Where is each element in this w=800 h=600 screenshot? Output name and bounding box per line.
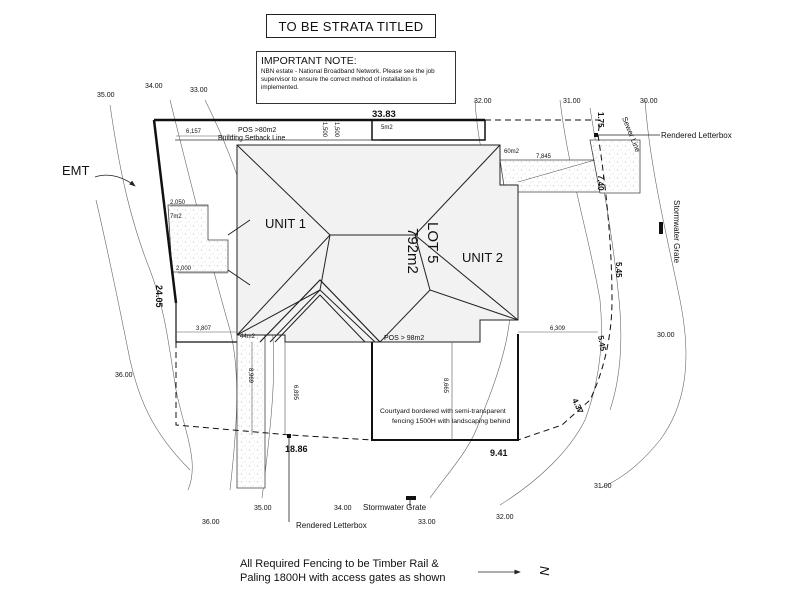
area-5m2: 5m2 [381,125,393,131]
strata-title-box: TO BE STRATA TITLED [266,14,436,38]
dim-7845: 7,845 [536,154,552,160]
dim-1500-a: 1,500 [321,122,327,138]
contour-35-left: 35.00 [97,92,115,99]
dim-bottom-left: 18.86 [285,444,308,454]
dim-8665: 8,665 [442,378,448,394]
contour-30-right: 30.00 [657,332,675,339]
unit-2-label: UNIT 2 [462,250,503,265]
pos-top-label: POS >80m2 [238,127,276,134]
letterbox-bottom-mark [287,434,291,438]
dim-6157: 6,157 [186,129,202,135]
plan-labels: EMT UNIT 1 UNIT 2 LOT 5 792m2 POS >80m2 … [62,115,732,530]
contour-31-top: 31.00 [563,98,581,105]
stormwater-grate-bottom-mark [406,496,416,500]
stormwater-grate-right-label: Stormwater Grate [672,200,681,264]
contour-30-top: 30.00 [640,98,658,105]
boundary-dimension-labels: 33.83 1.75 7.40 5.45 5.45 4.37 9.41 18.8… [154,109,623,458]
courtyard-note-line-1: Courtyard bordered with semi-transparent [380,408,506,415]
site-fixtures [287,133,663,500]
dim-top: 33.83 [372,109,396,120]
stormwater-grate-bottom-label: Stormwater Grate [363,503,427,512]
dim-2000: 2,000 [176,266,192,272]
contour-34-bottom: 34.00 [334,505,352,512]
courtyard-note-line-2: fencing 1500H with landscaping behind [392,418,510,425]
dim-right-bottom: 4.37 [570,397,585,415]
dim-bottom-right: 9.41 [490,448,508,458]
stormwater-grate-right-mark [659,222,663,234]
dimension-lines [170,135,598,440]
contour-36-bottom: 36.00 [202,519,220,526]
area-60m2: 60m2 [504,149,520,155]
letterbox-bottom-label: Rendered Letterbox [296,521,367,530]
contour-36-left: 36.00 [115,372,133,379]
dim-6309: 6,309 [550,326,566,332]
dim-3807: 3,807 [196,326,212,332]
fencing-note-line-1: All Required Fencing to be Timber Rail & [240,558,439,570]
important-note-box: IMPORTANT NOTE: NBN estate - National Br… [256,51,456,104]
dim-2050: 2,050 [170,200,186,206]
lot-area-label: 792m2 [404,228,421,274]
dim-right-lower: 5.45 [596,335,608,352]
dim-6895: 6,895 [292,385,298,401]
contour-33-bottom: 33.00 [418,519,436,526]
north-arrow-glyph: N [537,566,552,576]
pos-bottom-label: POS > 98m2 [384,335,424,342]
dim-right-mid: 5.45 [614,262,623,278]
lot-boundary [152,118,613,441]
note-body: NBN estate - National Broadband Network.… [261,68,435,91]
contour-labels: 35.00 34.00 33.00 32.00 31.00 30.00 36.0… [97,83,675,526]
strata-title: TO BE STRATA TITLED [278,18,424,34]
contour-34-top: 34.00 [145,83,163,90]
contour-33-top: 33.00 [190,87,208,94]
fencing-note-line-2: Paling 1800H with access gates as shown [240,572,446,584]
contour-32-bottom: 32.00 [496,514,514,521]
setback-label: Building Setback Line [218,135,285,142]
contour-35-bottom: 35.00 [254,505,272,512]
letterbox-right-label: Rendered Letterbox [661,131,732,140]
dim-left: 24.05 [154,285,164,308]
emt-label: EMT [62,163,90,178]
letterbox-right-mark [594,133,598,137]
dim-1500-b: 1,500 [333,122,339,138]
driveway-areas [167,139,641,489]
contour-31-bottom: 31.00 [594,483,612,490]
fencing-note: All Required Fencing to be Timber Rail &… [240,557,445,585]
dim-8969: 8,969 [247,368,253,384]
dim-right-upper: 7.40 [596,175,605,191]
area-7m2: 7m2 [170,214,182,220]
north-arrow: N [537,566,552,576]
offset-dimension-labels: 6,157 1,500 1,500 5m2 60m2 7,845 2,050 7… [170,122,566,401]
contour-32-top: 32.00 [474,98,492,105]
roof-lines [227,144,519,343]
dim-top-right: 1.75 [596,112,605,128]
unit-1-label: UNIT 1 [265,216,306,231]
note-heading: IMPORTANT NOTE: [261,55,357,67]
lot-number-label: LOT 5 [424,222,441,263]
leader-lines [94,134,660,575]
area-44m2: 44m2 [240,334,256,340]
